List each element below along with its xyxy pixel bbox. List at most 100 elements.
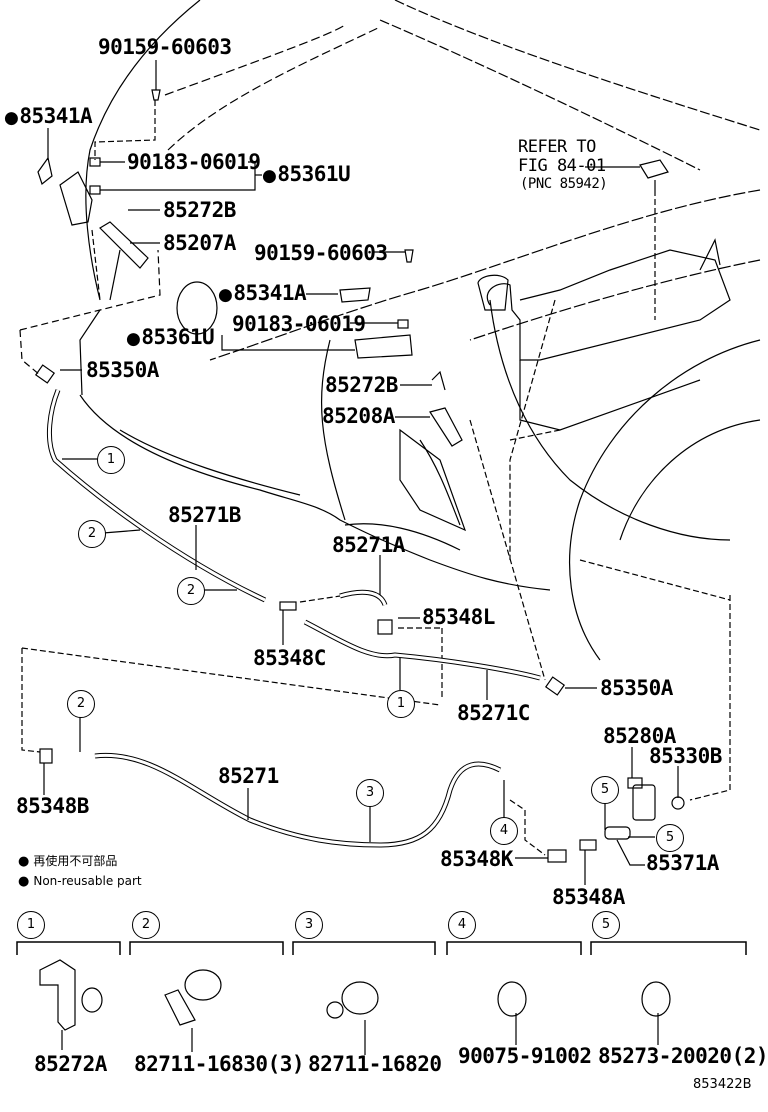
nozzle-bracket-85361U xyxy=(354,334,413,359)
leader xyxy=(616,839,645,866)
bumper-body xyxy=(79,309,101,396)
leader xyxy=(102,529,141,534)
label-joint-c: 85348C xyxy=(253,646,326,670)
legend-english: ●Non-reusable part xyxy=(18,874,142,889)
fender-line xyxy=(394,0,761,131)
leader-dashed xyxy=(509,299,556,560)
ref-marker: 5 xyxy=(656,824,684,852)
label-clip-85272B-top: 85272B xyxy=(163,198,236,222)
grommet-85330B xyxy=(671,796,685,810)
table-bracket-1 xyxy=(16,941,121,955)
label-joint-k: 85348K xyxy=(440,847,513,871)
ref-marker: 4 xyxy=(490,817,518,845)
table-ref-3: 3 xyxy=(295,911,323,939)
table-part-5: 85273-20020(2) xyxy=(598,1044,768,1068)
label-clip-85272B-mid: 85272B xyxy=(325,373,398,397)
label-nozzle-right: 85208A xyxy=(322,404,395,428)
ref-marker: 2 xyxy=(67,690,95,718)
bolt-90159 xyxy=(404,249,414,263)
leader-dashed xyxy=(21,647,441,706)
leader-dashed xyxy=(469,419,546,681)
table-part-3: 82711-16820 xyxy=(308,1052,442,1076)
clip-90183 xyxy=(397,319,409,329)
valve-85350A-left xyxy=(34,364,56,384)
clip-85272A-drawing xyxy=(81,987,103,1013)
washer-pump xyxy=(632,784,656,821)
label-joint-b: 85348B xyxy=(16,794,89,818)
table-bracket-4 xyxy=(446,941,582,955)
label-clip-top: 90183-06019 xyxy=(127,150,261,174)
hose-85271A xyxy=(339,590,387,606)
washer-cap-85341A xyxy=(37,156,53,186)
washer-pump-connector xyxy=(627,777,643,789)
ref-marker: 1 xyxy=(97,446,125,474)
label-bolt-mid: 90159-60603 xyxy=(254,241,388,265)
fog-recess xyxy=(399,428,467,532)
hose-85271 xyxy=(94,753,501,847)
hood-outline xyxy=(167,27,379,151)
table-ref-2: 2 xyxy=(132,911,160,939)
label-valve-right: 85350A xyxy=(600,676,673,700)
clip-82711-16820-drawing xyxy=(326,1001,344,1019)
leader-dashed xyxy=(524,810,546,856)
leader-dashed xyxy=(689,595,731,801)
ref-marker: 2 xyxy=(78,520,106,548)
fog-recess xyxy=(419,439,461,526)
pump-hose-85371A xyxy=(604,826,631,840)
label-joint-a: 85348A xyxy=(552,885,625,909)
non-reusable-marker-icon: ● xyxy=(18,854,30,869)
joint-85348C xyxy=(279,601,297,611)
ref-marker: 3 xyxy=(356,779,384,807)
label-hose-a: 85271A xyxy=(332,533,405,557)
bumper-body xyxy=(79,394,551,591)
label-hose-short: 85371A xyxy=(646,851,719,875)
label-cap-left: 85341A xyxy=(4,106,92,127)
table-part-2: 82711-16830(3) xyxy=(134,1052,305,1076)
legend-english-text: Non-reusable part xyxy=(33,874,142,888)
bolt-90159 xyxy=(151,89,161,101)
leader-dashed xyxy=(509,799,526,811)
bumper-outline xyxy=(19,249,161,331)
washer-reservoir xyxy=(519,360,701,431)
non-reusable-marker-icon: ● xyxy=(18,874,30,889)
label-pump: 85280A xyxy=(603,724,676,748)
leader-dashed xyxy=(299,595,341,603)
table-bracket-5 xyxy=(590,941,747,955)
fender-line xyxy=(209,189,761,361)
table-ref-5: 5 xyxy=(592,911,620,939)
ref-marker: 1 xyxy=(387,690,415,718)
label-nozzle-left: 85207A xyxy=(163,231,236,255)
table-part-1: 85272A xyxy=(34,1052,107,1076)
refer-note-line3: (PNC 85942) xyxy=(520,176,608,192)
leader xyxy=(221,335,355,351)
washer-reservoir xyxy=(486,249,731,361)
reservoir-spike xyxy=(699,238,721,271)
table-bracket-2 xyxy=(129,941,284,955)
clip-90075-91002-drawing xyxy=(497,981,527,1017)
hose-85271B xyxy=(48,389,266,602)
label-bracket-top: 85361U xyxy=(262,164,350,185)
table-bracket-3 xyxy=(292,941,436,955)
hood-edge xyxy=(85,0,201,301)
joint-85348A xyxy=(579,839,597,851)
leader-dashed xyxy=(21,648,41,753)
label-joint-l: 85348L xyxy=(422,605,495,629)
refer-note-line2: FIG 84-01 xyxy=(518,156,606,176)
label-cap-mid: 85341A xyxy=(218,283,306,304)
nozzle-85208A xyxy=(429,407,463,447)
refer-note-line1: REFER TO xyxy=(518,137,596,157)
table-ref-4: 4 xyxy=(448,911,476,939)
figure-code: 853422B xyxy=(693,1077,752,1092)
refer-part xyxy=(639,159,669,179)
clip-82711-16820-drawing xyxy=(341,981,379,1015)
clip-85272B xyxy=(431,370,446,391)
label-bolt-top: 90159-60603 xyxy=(98,35,232,59)
wheel-arch xyxy=(619,419,761,541)
hose-85271B xyxy=(47,389,267,603)
label-grommet: 85330B xyxy=(649,744,722,768)
leader-dashed xyxy=(91,229,101,301)
hose-85271C xyxy=(304,620,541,680)
leader xyxy=(100,161,256,191)
table-part-4: 90075-91002 xyxy=(458,1044,592,1068)
